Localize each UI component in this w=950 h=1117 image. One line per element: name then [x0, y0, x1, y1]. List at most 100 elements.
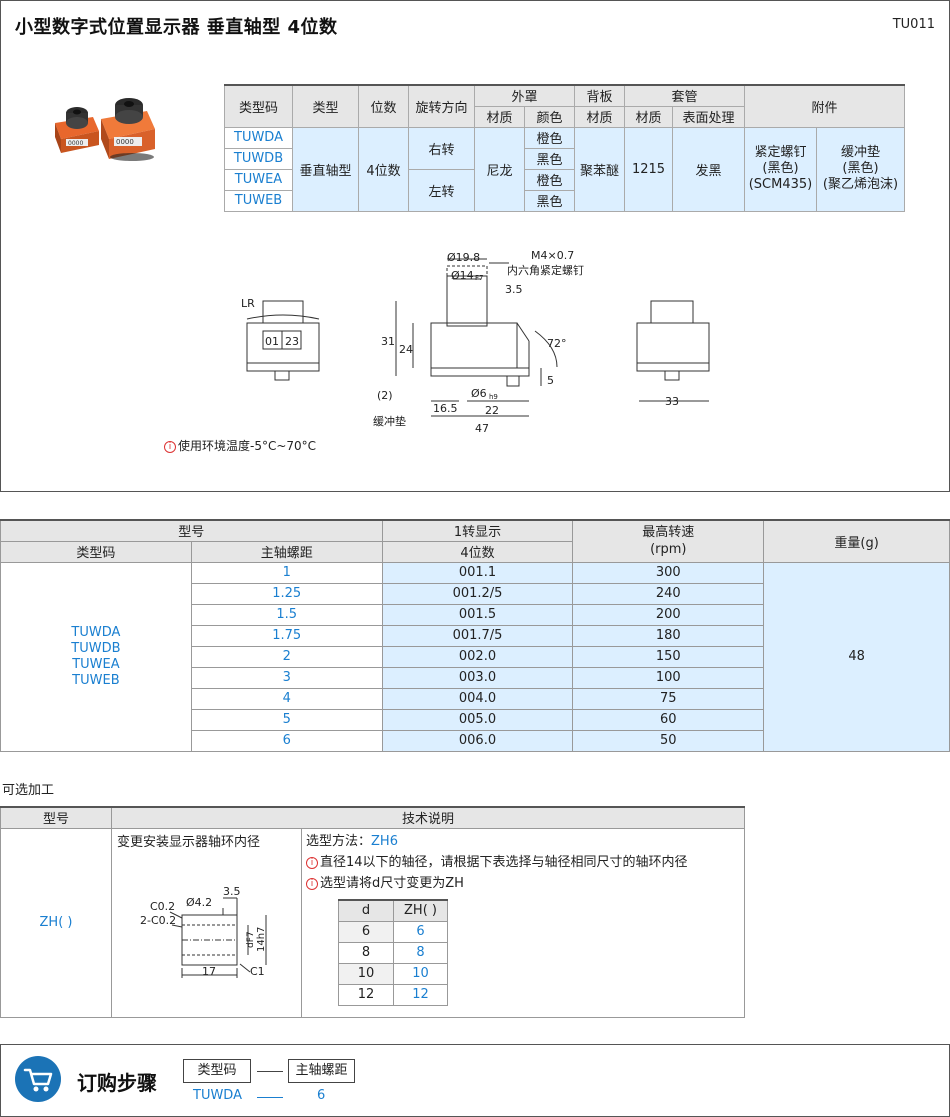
dim-h5: 5	[547, 374, 554, 387]
display-cell: 005.0	[381, 708, 574, 731]
technical-drawing: LR 01 23 Ø19.8 Ø14 F7 M4×0.7 内六角紧定螺钉 3.5…	[241, 249, 710, 435]
selection-prefix: 选型方法：	[306, 834, 372, 849]
zh-d-cell: 10	[338, 962, 394, 985]
cover-color-cell: 黑色	[524, 147, 575, 170]
display-cell: 001.1	[381, 561, 574, 584]
zh-d-cell: 8	[338, 941, 394, 964]
dim-l35: 3.5	[223, 885, 241, 898]
dim-c02: C0.2	[150, 900, 175, 913]
zh-d-cell: 6	[338, 920, 394, 943]
order-example-pitch: 6	[317, 1088, 326, 1103]
col-display-digits: 4位数	[381, 540, 574, 563]
order-connector	[257, 1071, 283, 1072]
pitch-table: 型号 1转显示 最高转速 (rpm) 重量(g) 类型码 主轴螺距 4位数 TU…	[0, 519, 950, 752]
speed-cell: 75	[572, 687, 765, 710]
selection-method: 选型方法：ZH6	[306, 831, 688, 852]
back-material-cell: 聚苯醚	[574, 126, 625, 212]
product-code: TU011	[892, 17, 935, 32]
info-icon: i	[164, 440, 176, 453]
col-back-material: 材质	[574, 105, 625, 128]
col-type-code: 类型码	[224, 84, 293, 128]
col-type-code: 类型码	[0, 540, 192, 563]
pitch-cell: 2	[190, 645, 383, 668]
pitch-cell: 1.75	[190, 624, 383, 647]
dim-d14: Ø14	[451, 269, 474, 282]
svg-text:0000: 0000	[116, 138, 134, 146]
code-item: TUWEB	[72, 672, 120, 688]
opt-model-cell: ZH( )	[0, 827, 112, 1018]
col-cover-material: 材质	[474, 105, 525, 128]
page-title: 小型数字式位置显示器 垂直轴型 4位数	[15, 17, 338, 38]
zh-value-cell: 10	[393, 962, 448, 985]
speed-cell: 50	[572, 729, 765, 752]
temp-note-text: 使用环境温度-5°C~70°C	[178, 439, 317, 453]
order-example-code: TUWDA	[193, 1088, 242, 1103]
accessory-screw-material: (SCM435)	[748, 177, 813, 192]
speed-cell: 240	[572, 582, 765, 605]
svg-text:0000: 0000	[68, 140, 83, 147]
col-zh: ZH( )	[393, 899, 448, 922]
pitch-cell: 4	[190, 687, 383, 710]
col-sleeve-material: 材质	[624, 105, 673, 128]
col-back: 背板	[574, 84, 625, 107]
col-speed-unit: (rpm)	[650, 542, 687, 558]
zh-value-cell: 12	[393, 983, 448, 1006]
col-model: 型号	[0, 519, 383, 542]
accessory-cushion-cell: 缓冲垫 (黑色) (聚乙烯泡沫)	[816, 126, 905, 212]
col-cover-color: 颜色	[524, 105, 575, 128]
speed-cell: 60	[572, 708, 765, 731]
col-weight: 重量(g)	[763, 519, 950, 563]
collar-drawing: C0.2 2-C0.2 Ø4.2 3.5 17 C1 dF7 14h7	[140, 885, 267, 978]
lr-label: LR	[241, 297, 255, 310]
accessory-cushion-name: 缓冲垫	[840, 145, 880, 160]
dim-f7: F7	[475, 274, 483, 282]
dim-d198: Ø19.8	[447, 251, 480, 264]
dim-h35: 3.5	[505, 283, 523, 296]
product-photo: 0000 0000	[55, 98, 155, 161]
accessory-screw-color: (黑色)	[762, 161, 799, 176]
rotation-cell: 右转	[408, 126, 475, 170]
type-cell: 垂直轴型	[292, 126, 359, 212]
col-sleeve-surface: 表面处理	[672, 105, 745, 128]
opt-divider	[301, 828, 302, 1017]
display-cell: 002.0	[381, 645, 574, 668]
dim-df7: dF7	[246, 931, 256, 948]
order-step-type-code: 类型码	[183, 1059, 251, 1083]
zh-value-cell: 6	[393, 920, 448, 943]
col-rotation: 旋转方向	[408, 84, 475, 128]
display-cell: 006.0	[381, 729, 574, 752]
type-code-cell: TUWDB	[224, 147, 293, 170]
code-item: TUWDA	[71, 624, 121, 640]
display-cell: 003.0	[381, 666, 574, 689]
spec-table: 类型码 类型 位数 旋转方向 外罩 背板 套管 附件 材质 颜色 材质 材质 表…	[224, 84, 905, 212]
dim-w22: 22	[485, 404, 499, 417]
zh-value-cell: 8	[393, 941, 448, 964]
dim-h9: h9	[489, 393, 498, 401]
optional-table: 型号 技术说明 ZH( )	[0, 806, 745, 1018]
col-type: 类型	[292, 84, 359, 128]
optional-label: 可选加工	[2, 783, 55, 798]
col-speed-label: 最高转速	[642, 525, 695, 541]
col-display: 1转显示	[381, 519, 574, 542]
selection-note1-text: 直径14以下的轴径，请根据下表选择与轴径相同尺寸的轴环内径	[320, 855, 688, 870]
cover-material-cell: 尼龙	[474, 126, 525, 212]
dim-h24: 24	[399, 343, 413, 356]
accessory-cushion-color: (黑色)	[842, 161, 879, 176]
weight-cell: 48	[763, 561, 950, 752]
type-code-cell: TUWEB	[224, 189, 293, 212]
info-icon: i	[306, 877, 318, 890]
cover-color-cell: 橙色	[524, 168, 575, 191]
col-digits: 位数	[358, 84, 409, 128]
dim-w165: 16.5	[433, 402, 458, 415]
dim-m4: M4×0.7	[531, 249, 574, 262]
codes-cell: TUWDA TUWDB TUWEA TUWEB	[0, 561, 192, 752]
col-sleeve: 套管	[624, 84, 745, 107]
col-pitch: 主轴螺距	[190, 540, 383, 563]
dim-screw: 内六角紧定螺钉	[507, 263, 584, 277]
display-cell: 004.0	[381, 687, 574, 710]
opt-desc: 变更安装显示器轴环内径	[117, 835, 261, 850]
digits-cell: 4位数	[358, 126, 409, 212]
